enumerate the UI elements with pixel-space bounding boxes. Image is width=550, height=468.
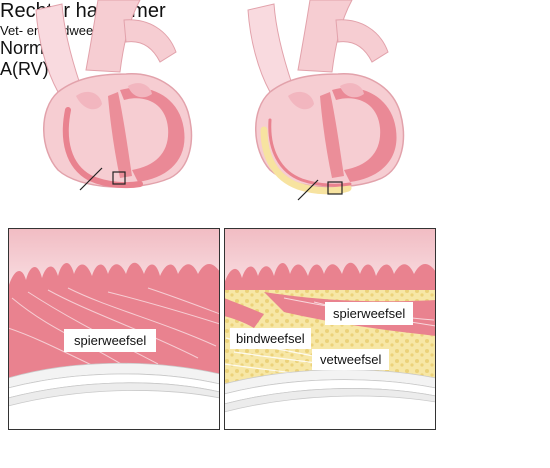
arvc-fibrous-label: bindweefsel [230,328,311,349]
normal-heart-illustration [28,0,198,195]
arvc-muscle-label: spierweefsel [325,302,413,325]
arvc-heart-illustration [240,0,410,205]
normal-muscle-label: spierweefsel [64,329,156,352]
arvc-fat-label: vetweefsel [312,349,389,370]
superior-vena-cava [36,4,80,92]
pulmonary-trunk [124,20,176,62]
